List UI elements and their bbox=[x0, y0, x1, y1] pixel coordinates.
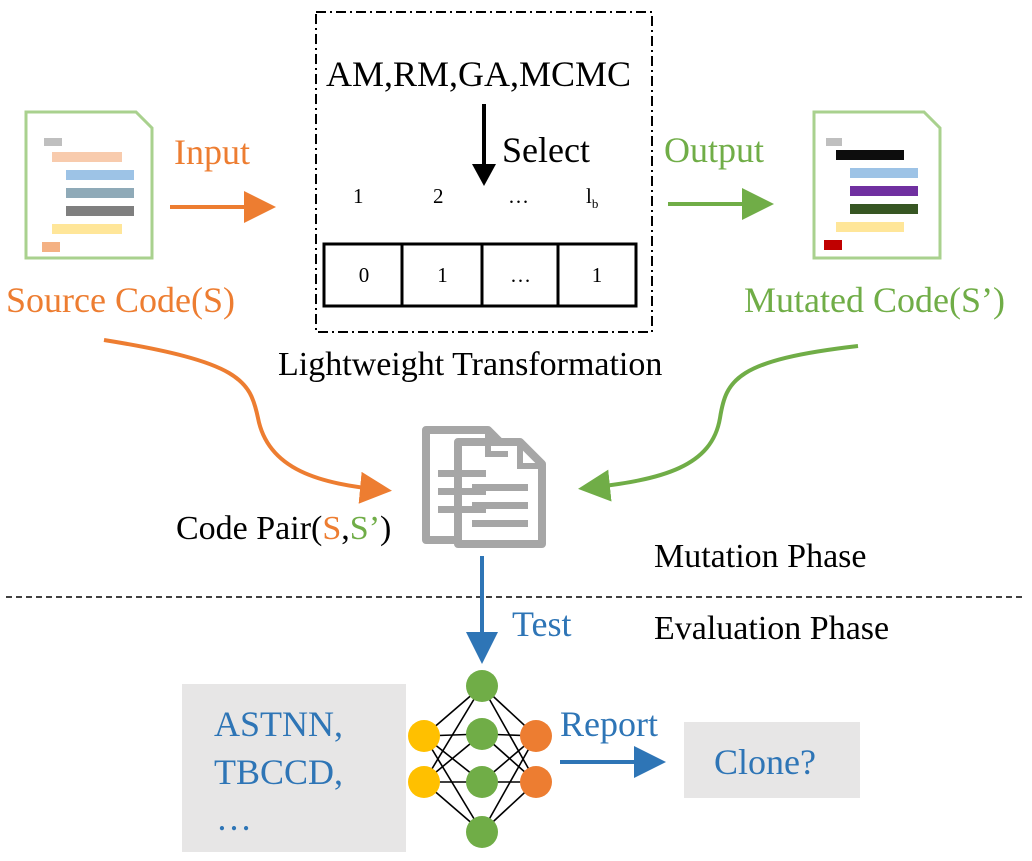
input-node bbox=[408, 766, 440, 798]
source-code-icon bbox=[24, 110, 154, 260]
mutated-code-icon bbox=[812, 110, 942, 260]
hidden-node bbox=[466, 816, 498, 848]
hidden-node bbox=[466, 766, 498, 798]
source-to-pair-arrow bbox=[103, 338, 392, 504]
index-label-ellipsis: … bbox=[508, 184, 529, 208]
select-arrow-head bbox=[472, 164, 496, 186]
bit-cell-3: … bbox=[510, 262, 531, 287]
code-pair-s: S bbox=[322, 510, 342, 547]
model-item-astnn: ASTNN, bbox=[214, 704, 344, 744]
model-item-ellipsis: … bbox=[216, 798, 252, 838]
evaluation-phase-label: Evaluation Phase bbox=[654, 610, 890, 647]
output-label: Output bbox=[664, 130, 765, 170]
neural-network bbox=[423, 685, 537, 833]
input-label: Input bbox=[174, 132, 250, 172]
output-node bbox=[520, 766, 552, 798]
code-pair-label: Code Pair(S,S’) bbox=[176, 510, 392, 547]
mutated-code-label: Mutated Code(S’) bbox=[744, 280, 1005, 320]
code-pair-s-prime: S’ bbox=[349, 510, 381, 547]
output-node bbox=[520, 720, 552, 752]
transformation-box bbox=[315, 11, 653, 333]
bit-cell-1: 0 bbox=[358, 262, 370, 287]
select-label: Select bbox=[502, 130, 590, 170]
result-label: Clone? bbox=[714, 742, 816, 782]
hidden-node bbox=[466, 670, 498, 702]
hidden-node bbox=[466, 718, 498, 750]
index-label-2: 2 bbox=[433, 184, 444, 208]
source-code-label: Source Code(S) bbox=[6, 280, 235, 320]
model-item-tbccd: TBCCD, bbox=[214, 752, 344, 792]
index-label-1: 1 bbox=[353, 184, 364, 208]
code-pair-icon bbox=[422, 426, 546, 548]
models-box bbox=[182, 684, 406, 852]
mutation-phase-label: Mutation Phase bbox=[654, 538, 867, 575]
report-label: Report bbox=[560, 704, 658, 744]
index-label-subscript: b bbox=[591, 196, 599, 212]
result-box bbox=[684, 722, 860, 798]
test-label: Test bbox=[512, 604, 572, 644]
transformation-caption: Lightweight Transformation bbox=[278, 346, 663, 383]
index-label-lb: lb bbox=[586, 184, 599, 212]
bit-cell-4: 1 bbox=[591, 262, 603, 287]
bit-vector bbox=[322, 242, 638, 308]
transformation-methods: AM,RM,GA,MCMC bbox=[326, 54, 632, 94]
mutated-to-pair-arrow bbox=[578, 344, 859, 502]
bit-cell-2: 1 bbox=[437, 262, 448, 287]
input-node bbox=[408, 720, 440, 752]
neural-network-nodes bbox=[408, 670, 552, 848]
